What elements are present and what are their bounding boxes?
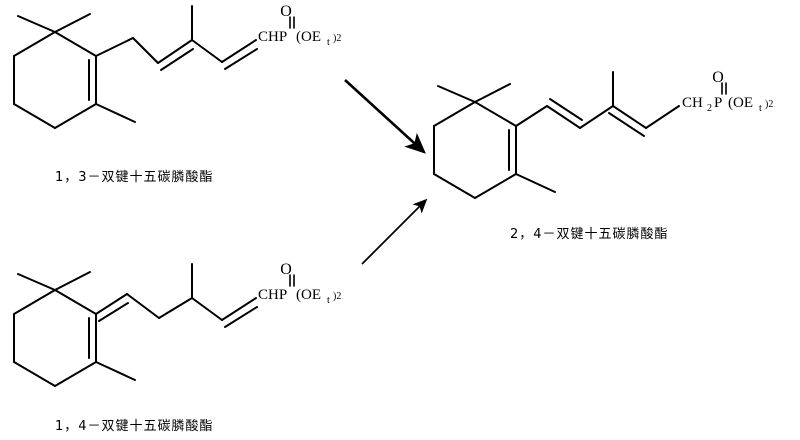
chain-bond [191,39,223,63]
ring-bond [433,101,476,127]
formula-phosphorus: P [714,95,722,111]
ring-bond [474,101,517,127]
oxygen-atom-label: O [280,261,292,278]
formula-ch2-subscript: 2 [707,103,712,114]
ring-bond [13,361,56,387]
chain-double-bond [546,105,581,129]
chain-bond [95,37,134,57]
ring-bond [54,31,97,57]
ring-bond [13,31,56,57]
formula-open-paren: (OE [296,29,321,45]
ring-bond [54,289,97,315]
ring-bond [13,103,56,129]
ring-bond [54,103,97,129]
chain-double-bond [221,297,257,321]
formula-open-paren: (OE [296,287,321,303]
formula-subscript-t: t [759,103,762,114]
methyl-bond [515,173,556,193]
chain-bond [515,105,548,127]
chain-bond [579,105,614,129]
chain-double-bond [612,105,647,129]
reaction-arrow-from-bottom-reactant [361,198,428,265]
oxygen-atom-label: O [280,3,292,20]
caption-product: 2，4－双键十五碳膦酸酯 [510,227,669,242]
chain-bond [158,297,193,319]
oxygen-atom-label: O [712,70,724,86]
chain-bond [126,293,160,319]
methyl-bond [95,103,136,123]
formula-close-paren: )2 [333,33,341,44]
ring-bond [433,173,476,199]
methyl-bond [437,85,476,103]
chain-double-bond-inner [608,112,645,137]
methyl-bond [17,273,56,291]
caption-reactant-bottom: 1，4－双键十五碳膦酸酯 [55,419,214,434]
chain-bond [132,37,159,64]
methyl-bond [54,13,91,33]
ring-bond [474,173,517,199]
formula-chp: CHP [258,29,287,45]
methyl-bond [54,271,91,291]
chain-double-bond-inner [98,302,129,322]
structure-product: O CH 2 P (OE t )2 [420,70,800,220]
caption-reactant-top: 1，3－双键十五碳膦酸酯 [55,170,214,185]
formula-open-paren: (OE [728,95,753,111]
chain-double-bond-inner [160,48,194,71]
formula-subscript-t: t [327,37,330,48]
chain-double-bond-inner [549,98,583,121]
methyl-bond [17,15,56,33]
reaction-arrow-from-top-reactant [344,79,426,154]
chain-double-bond-inner [224,306,258,328]
formula-close-paren: )2 [333,291,341,302]
ring-bond [54,361,97,387]
chain-bond [191,297,223,321]
formula-subscript-t: t [327,295,330,306]
formula-ch2: CH [682,95,703,111]
structure-reactant-top: O CHP (OE t )2 [0,0,370,150]
chain-double-bond-inner [224,48,258,70]
chain-double-bond [95,293,128,315]
structure-reactant-bottom: O CHP (OE t )2 [0,258,370,408]
chain-bond [645,105,680,129]
chain-double-bond [221,39,257,63]
methyl-bond [95,361,136,381]
chain-double-bond [157,39,193,64]
formula-chp: CHP [258,287,287,303]
ring-bond [13,289,56,315]
methyl-bond [474,83,511,103]
formula-close-paren: )2 [765,99,773,110]
